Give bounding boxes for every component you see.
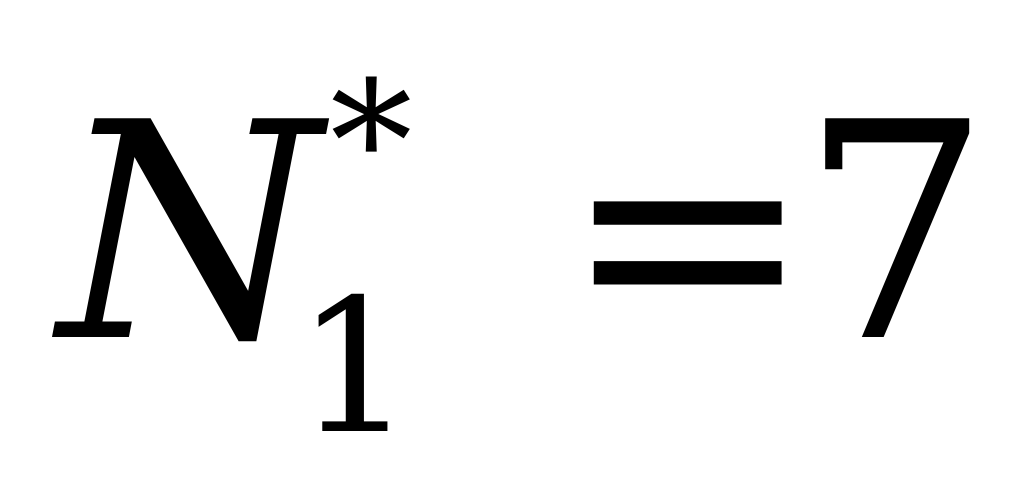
- formula-value: 7: [800, 59, 991, 408]
- formula-variable: N: [58, 59, 321, 408]
- formula-equals-sign: =: [562, 59, 814, 408]
- formula-superscript: *: [330, 46, 413, 238]
- formula-subscript: 1: [296, 259, 414, 475]
